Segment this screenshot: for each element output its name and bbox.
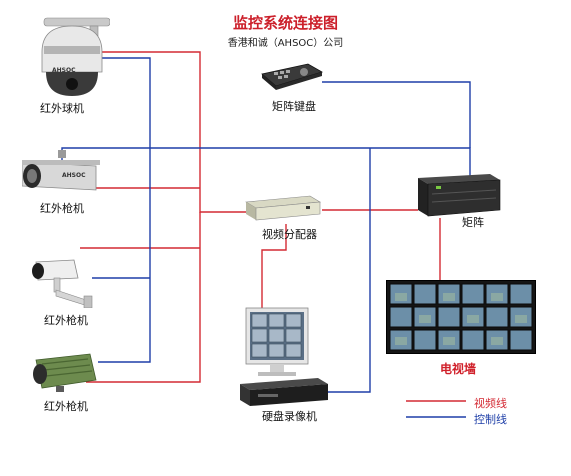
bullet-camera-2[interactable] — [28, 258, 98, 309]
diagram-title: 监控系统连接图 — [232, 14, 338, 32]
dome-camera[interactable]: AHSOC — [30, 12, 111, 97]
video-distributor[interactable] — [244, 194, 322, 222]
diagram-subtitle: 香港和诚（AHSOC）公司 — [227, 38, 344, 49]
bullet-camera-1[interactable]: AHSOC — [21, 150, 100, 196]
video-wall[interactable] — [386, 280, 536, 354]
ir-camera-icon — [32, 259, 93, 309]
video-wall-label: 电视墙 — [440, 362, 477, 376]
bullet-camera-icon — [21, 150, 100, 191]
dome-camera-label: 红外球机 — [40, 102, 84, 115]
bullet-camera-1-label: 红外枪机 — [40, 202, 84, 215]
matrix-keyboard-label: 矩阵键盘 — [272, 100, 316, 113]
video-matrix-label: 矩阵 — [462, 216, 484, 229]
distributor-icon — [245, 195, 321, 221]
bullet-camera-1-brand: AHSOC — [62, 172, 86, 179]
dvr-station[interactable] — [240, 306, 328, 406]
legend-video-label: 视频线 — [474, 397, 507, 410]
dome-camera-brand: AHSOC — [52, 67, 76, 74]
bullet-camera-3-label: 红外枪机 — [44, 400, 88, 413]
green-camera-icon — [33, 353, 97, 392]
dome-camera-icon — [41, 17, 111, 96]
legend-control-label: 控制线 — [474, 413, 507, 426]
dvr-monitor-icon — [240, 307, 328, 406]
bullet-camera-2-label: 红外枪机 — [44, 314, 88, 327]
keyboard-icon — [261, 63, 324, 90]
video-distributor-label: 视频分配器 — [262, 228, 317, 241]
matrix-icon — [418, 174, 501, 217]
bullet-camera-3[interactable] — [30, 350, 100, 394]
video-matrix[interactable] — [416, 172, 502, 218]
video-wall-screens — [389, 283, 533, 351]
dvr-label: 硬盘录像机 — [262, 410, 317, 423]
legend-lines — [406, 400, 466, 418]
matrix-keyboard[interactable] — [258, 60, 324, 92]
